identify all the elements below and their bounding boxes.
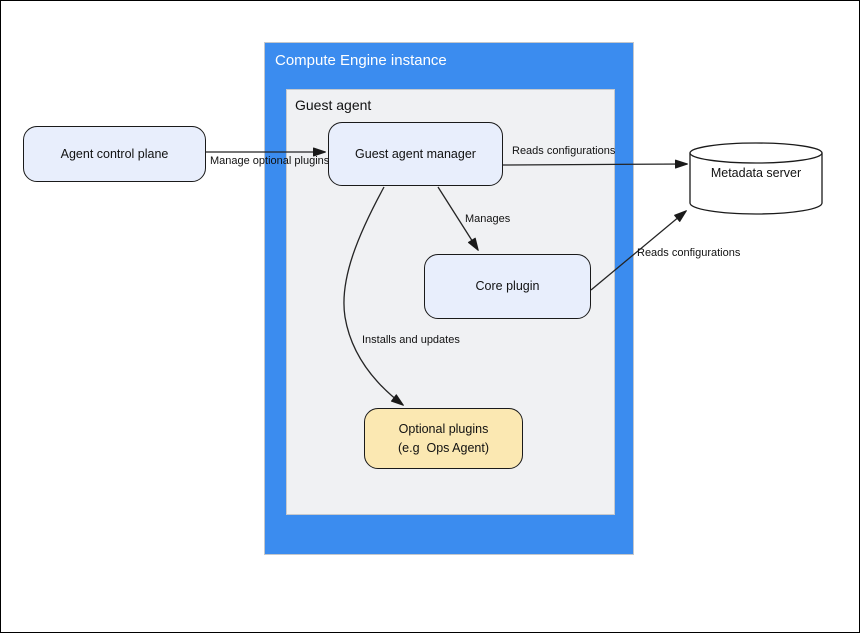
node-optional-plugins: Optional plugins (e.g Ops Agent): [364, 408, 523, 469]
node-metadata-server: Metadata server: [689, 142, 823, 215]
agent-control-plane-label: Agent control plane: [60, 146, 169, 161]
guest-agent-title: Guest agent: [295, 97, 372, 113]
metadata-server-label: Metadata server: [710, 166, 802, 180]
edge-label-manages: Manages: [465, 213, 511, 225]
guest-agent-manager-label: Guest agent manager: [355, 146, 476, 161]
core-plugin-label: Core plugin: [475, 279, 540, 293]
edge-label-manager-reads-configurations: Reads configurations: [512, 145, 616, 157]
node-core-plugin: Core plugin: [424, 254, 591, 319]
edge-label-core-reads-configurations: Reads configurations: [637, 247, 741, 259]
optional-plugins-label-line2: (e.g Ops Agent): [397, 440, 490, 455]
compute-engine-instance-title: Compute Engine instance: [275, 52, 447, 69]
edge-label-manage-optional-plugins: Manage optional plugins: [210, 155, 330, 167]
optional-plugins-label-line1: Optional plugins: [398, 421, 489, 436]
node-guest-agent-manager: Guest agent manager: [328, 122, 503, 186]
edge-label-installs-and-updates: Installs and updates: [362, 334, 460, 346]
cylinder-shape: [689, 142, 823, 215]
node-agent-control-plane: Agent control plane: [23, 126, 206, 182]
